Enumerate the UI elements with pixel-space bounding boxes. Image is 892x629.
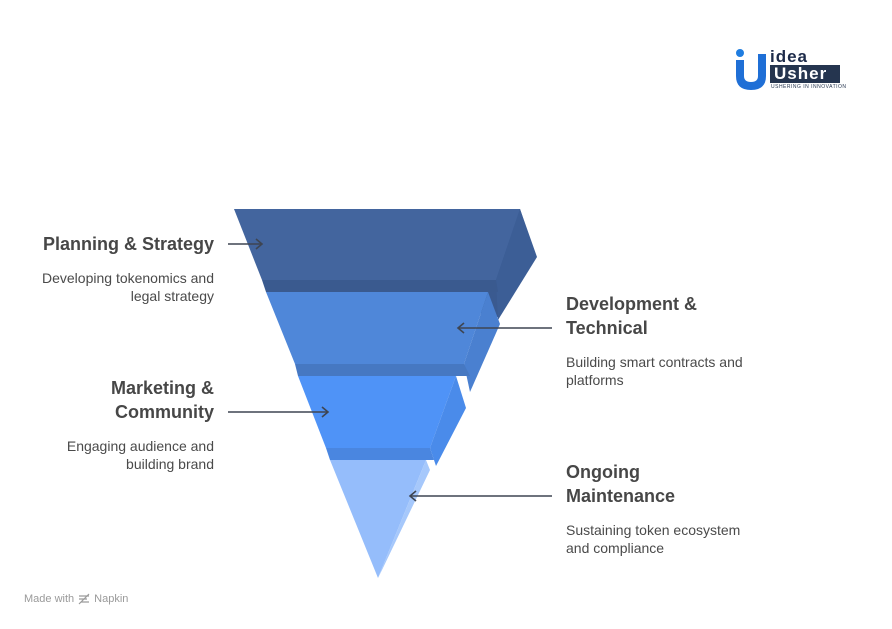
funnel-layer-maintenance: [330, 460, 430, 578]
stage-desc-development: Building smart contracts and platforms: [566, 354, 743, 388]
napkin-icon: [78, 593, 90, 605]
arrow-marketing-head: [321, 406, 330, 418]
logo-text-idea: idea: [770, 47, 809, 66]
arrow-planning-head: [255, 238, 264, 250]
stage-title-development: Development & Technical: [566, 294, 698, 338]
funnel-layer-planning: [234, 209, 537, 320]
arrow-development-head: [456, 322, 465, 334]
funnel-layer-marketing: [298, 376, 466, 466]
funnel-layer-development: [266, 292, 500, 392]
stage-desc-planning: Developing tokenomics and legal strategy: [42, 270, 214, 304]
arrow-maintenance-head: [408, 490, 417, 502]
napkin-brand: Napkin: [94, 593, 129, 605]
stage-desc-marketing: Engaging audience and building brand: [66, 438, 214, 472]
made-with-label: Made with: [24, 593, 75, 605]
idea-usher-logo: idea Usher USHERING IN INNOVATION: [734, 46, 847, 92]
logo-usher-box: [770, 65, 840, 83]
arrows: [228, 238, 552, 502]
stage-title-marketing: Marketing & Community: [110, 378, 214, 422]
made-with-napkin[interactable]: Made with Napkin: [24, 593, 128, 605]
stage-title-planning: Planning & Strategy: [42, 234, 214, 254]
stage-title-maintenance: Ongoing Maintenance: [566, 462, 676, 506]
logo-u-mark: [736, 49, 766, 90]
logo-tagline: USHERING IN INNOVATION: [771, 84, 847, 90]
logo-text-usher: Usher: [774, 64, 828, 83]
stage-desc-maintenance: Sustaining token ecosystem and complianc…: [566, 522, 741, 556]
